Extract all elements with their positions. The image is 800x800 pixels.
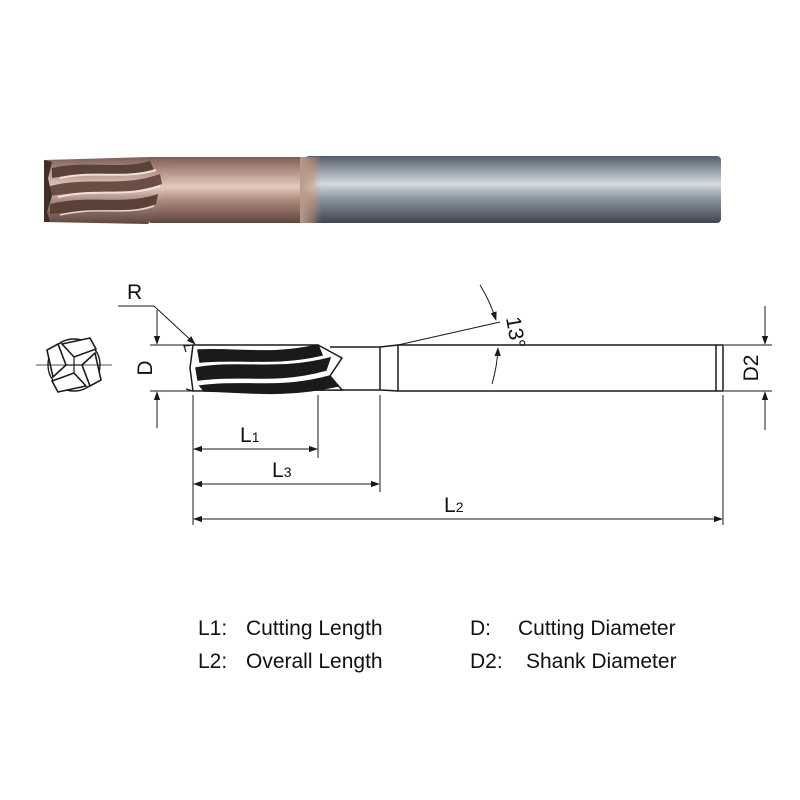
legend: L1: Cutting Length D: Cutting Diameter L… <box>198 612 758 678</box>
l2-label: L2 <box>444 494 464 517</box>
legend-row: L2: Overall Length D2: Shank Diameter <box>198 645 758 678</box>
cutting-diameter-label: D <box>134 360 157 375</box>
legend-item-cutting-diameter: D: Cutting Diameter <box>470 617 676 641</box>
angle-line <box>397 321 501 346</box>
legend-key: L1: <box>198 616 228 640</box>
legend-item-cutting-length: L1: Cutting Length <box>198 617 470 641</box>
photo-coated-neck <box>150 157 315 223</box>
legend-text: Overall Length <box>246 649 383 673</box>
tool-photo <box>44 156 721 224</box>
shank-diameter-label: D2 <box>740 355 763 382</box>
legend-item-shank-diameter: D2: Shank Diameter <box>470 650 677 674</box>
legend-text: Cutting Diameter <box>518 616 676 640</box>
photo-shank <box>305 156 721 223</box>
drawing-shank <box>397 344 724 392</box>
photo-flute-groove <box>50 194 158 214</box>
dimensions <box>118 284 772 525</box>
end-view-tooth <box>60 337 98 358</box>
angle-arc-upper <box>479 284 497 321</box>
angle-arc-lower <box>491 347 501 385</box>
legend-text: Cutting Length <box>246 616 383 640</box>
angle-label: 13° <box>501 315 529 350</box>
drawing-neck <box>330 346 380 391</box>
end-view <box>36 337 112 393</box>
radius-label: R <box>127 281 142 304</box>
drawing-flute-band <box>195 356 332 381</box>
photo-flute-highlight <box>59 169 157 179</box>
legend-text: Shank Diameter <box>526 649 677 673</box>
photo-flute-groove <box>50 174 162 196</box>
legend-key: L2: <box>198 649 228 673</box>
photo-tool-tip <box>44 160 52 222</box>
end-view-tooth <box>81 351 102 388</box>
legend-key: D: <box>470 616 491 640</box>
end-view-tooth <box>50 372 88 393</box>
l3-label: L3 <box>272 459 292 482</box>
legend-key: D2: <box>470 649 503 673</box>
radius-leader <box>118 305 196 345</box>
l1-label: L1 <box>240 424 260 447</box>
legend-row: L1: Cutting Length D: Cutting Diameter <box>198 612 758 645</box>
drawing-flute-band <box>198 375 340 395</box>
end-view-tooth <box>46 342 67 379</box>
side-view <box>183 344 724 395</box>
photo-flute-highlight <box>57 185 161 198</box>
drawing-neck-taper <box>379 344 399 392</box>
legend-item-overall-length: L2: Overall Length <box>198 650 470 674</box>
photo-coating-blend <box>300 157 322 223</box>
drawing-flute-band <box>197 344 324 363</box>
photo-flute-highlight <box>59 205 155 216</box>
